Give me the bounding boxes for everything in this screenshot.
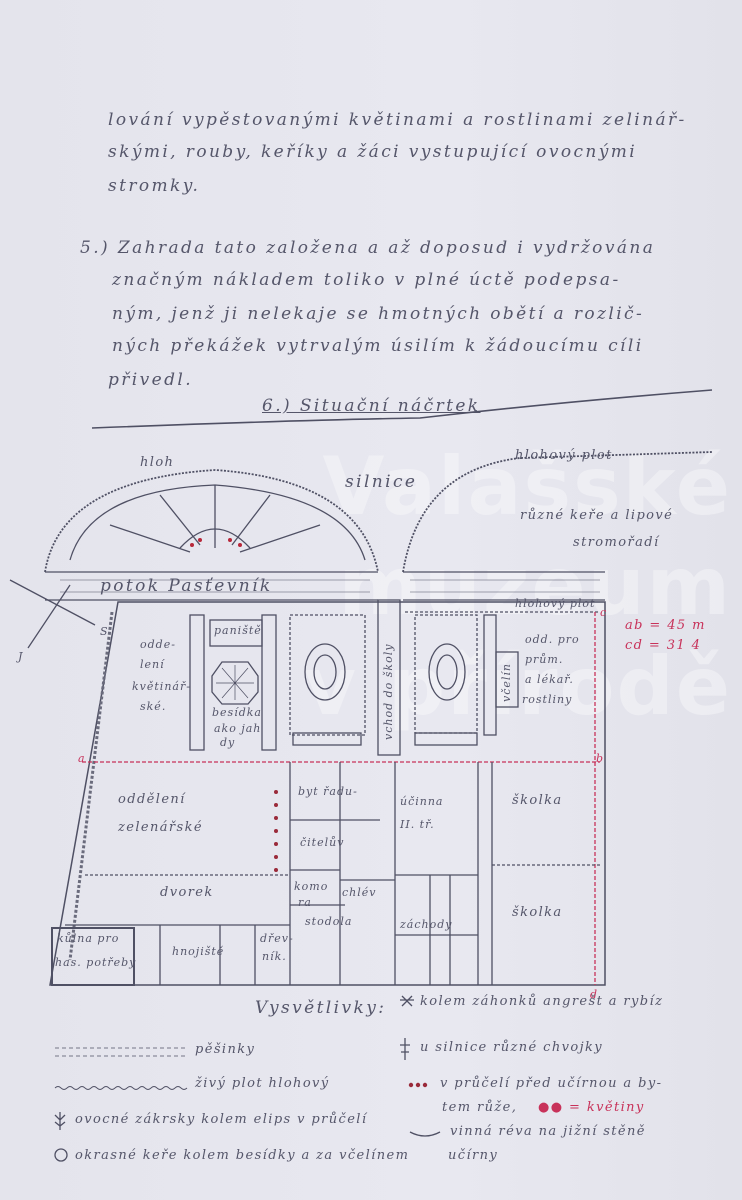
label-medical-dept: odd. pro bbox=[525, 633, 580, 646]
playground-box bbox=[209, 619, 263, 647]
legend-wavy bbox=[54, 1086, 188, 1090]
label-woodshed: ník. bbox=[262, 950, 287, 963]
text-line: skými, rouby, keříky a žáci vystupující … bbox=[108, 142, 638, 162]
beehive-box bbox=[495, 651, 519, 708]
label-yard: dvorek bbox=[160, 885, 214, 900]
label-shed: kůlna pro bbox=[57, 932, 120, 945]
label-playground: paniště bbox=[214, 624, 262, 637]
legend-item: okrasné keře kolem besídky a za včelínem bbox=[75, 1148, 410, 1163]
label-woodshed: dřev- bbox=[260, 932, 294, 945]
legend-item: ovocné zákrsky kolem elips v průčelí bbox=[75, 1112, 368, 1127]
label-dung: hnojiště bbox=[172, 945, 225, 958]
left-arch-hedge bbox=[44, 469, 379, 573]
label-dimension-ab: ab = 45 m bbox=[625, 618, 706, 633]
point-c: c bbox=[600, 606, 608, 619]
label-hedge-inner: hlohový plot bbox=[515, 597, 596, 610]
buildings bbox=[51, 762, 493, 986]
legend-shrub-icon bbox=[54, 1148, 68, 1162]
ellipse-bed-right bbox=[428, 643, 466, 701]
label-medical-dept: rostliny bbox=[522, 693, 573, 706]
ellipse-bed-left bbox=[304, 643, 346, 701]
legend-fruit-tree-icon bbox=[54, 1112, 66, 1130]
label-shrubs: stromořadí bbox=[573, 535, 660, 550]
text-line: značným nákladem toliko v plné úctě pode… bbox=[112, 270, 621, 290]
legend-item: kolem záhonků angrešt a rybíz bbox=[420, 994, 664, 1009]
label-store: ra bbox=[298, 896, 312, 909]
left-hedge bbox=[68, 611, 114, 961]
label-hloh: hloh bbox=[140, 455, 175, 470]
compass-s: S bbox=[100, 625, 109, 638]
label-classroom: II. tř. bbox=[400, 818, 435, 831]
text-line: ným, jenž ji nelekaje se hmotných obětí … bbox=[112, 304, 645, 324]
label-gazebo: ako jah bbox=[214, 722, 262, 735]
legend-item: u silnice různé chvojky bbox=[420, 1040, 604, 1055]
left-arch-inner bbox=[69, 484, 366, 561]
legend-item: v průčelí před učírnou a by- bbox=[440, 1076, 663, 1091]
shed-box bbox=[51, 927, 135, 986]
label-medical-dept: a lékař. bbox=[525, 673, 574, 686]
watermark-line: muzeum bbox=[338, 540, 732, 633]
label-veg-dept: zelenářské bbox=[118, 820, 203, 835]
label-shrubs: různé keře a lipové bbox=[520, 508, 674, 523]
compass-arrows bbox=[9, 579, 96, 649]
label-stream: potok Pasťevník bbox=[100, 576, 273, 596]
garden-boundary bbox=[49, 601, 606, 986]
label-road: silnice bbox=[345, 472, 418, 492]
label-gazebo: besídka bbox=[212, 706, 262, 719]
text-line: lování vypěstovanými květinami a rostlin… bbox=[108, 110, 687, 130]
label-gazebo: dy bbox=[220, 736, 236, 749]
label-nursery: školka bbox=[512, 793, 563, 808]
label-entrance: vchod do školy bbox=[382, 643, 395, 740]
legend-flowers: ●● = květiny bbox=[538, 1100, 645, 1115]
rose-row bbox=[274, 790, 278, 872]
arch-rays bbox=[109, 485, 321, 553]
label-nursery: školka bbox=[512, 905, 563, 920]
horizon-line bbox=[91, 389, 713, 429]
point-d: d bbox=[590, 988, 599, 1001]
label-teacher-flat: byt řadu- bbox=[298, 785, 358, 798]
legend-vine-icon bbox=[409, 1131, 441, 1137]
legend-item: pěšinky bbox=[195, 1042, 256, 1057]
compass-j: J bbox=[18, 650, 24, 663]
label-store: komo bbox=[294, 880, 329, 893]
legend-item: živý plot hlohový bbox=[195, 1076, 330, 1091]
label-dimension-cd: cd = 31 4 bbox=[625, 638, 702, 653]
entrance-path bbox=[377, 599, 401, 756]
legend-item: učírny bbox=[448, 1148, 499, 1163]
right-arch-hedge bbox=[402, 451, 713, 573]
label-flower-dept: odde- bbox=[140, 638, 176, 651]
label-teacher-flat: čitelův bbox=[300, 836, 345, 849]
rose-bed bbox=[190, 538, 242, 547]
label-hedge-right: hlohový plot bbox=[515, 448, 613, 463]
label-veg-dept: oddělení bbox=[118, 792, 186, 807]
label-flower-dept: květinář- bbox=[132, 680, 191, 693]
label-beehive: včelín bbox=[500, 662, 513, 702]
stream bbox=[45, 571, 605, 601]
legend-conifer-icon bbox=[400, 1038, 410, 1060]
label-shed: has. potřeby bbox=[55, 956, 137, 969]
legend-title: Vysvětlivky: bbox=[255, 998, 387, 1018]
watermark-line: v přírodě bbox=[303, 640, 732, 733]
text-line: přivedl. bbox=[108, 370, 194, 390]
text-line: ných překážek vytrvalým úsilím k žádoucí… bbox=[112, 336, 644, 356]
legend-dashed bbox=[55, 1047, 185, 1057]
label-toilets: záchody bbox=[400, 918, 453, 931]
legend-red-dots-icon bbox=[408, 1082, 428, 1088]
label-classroom: účinna bbox=[400, 795, 444, 808]
legend-bush-icon bbox=[400, 995, 414, 1007]
label-stable: chlév bbox=[342, 886, 377, 899]
label-flower-dept: ské. bbox=[140, 700, 167, 713]
label-barn: stodola bbox=[305, 915, 353, 928]
text-line: 5.) Zahrada tato založena a až doposud i… bbox=[80, 238, 656, 258]
point-a: a bbox=[78, 752, 86, 765]
text-line: stromky. bbox=[108, 176, 201, 196]
label-flower-dept: lení bbox=[140, 658, 165, 671]
section-heading: 6.) Situační náčrtek bbox=[262, 396, 481, 416]
legend-item: tem růže, bbox=[442, 1100, 518, 1115]
watermark-line: Valašské bbox=[322, 440, 732, 533]
label-medical-dept: prům. bbox=[525, 653, 564, 666]
legend-item: vinná réva na jižní stěně bbox=[450, 1124, 646, 1139]
gazebo bbox=[211, 661, 259, 705]
point-b: b bbox=[596, 752, 605, 765]
